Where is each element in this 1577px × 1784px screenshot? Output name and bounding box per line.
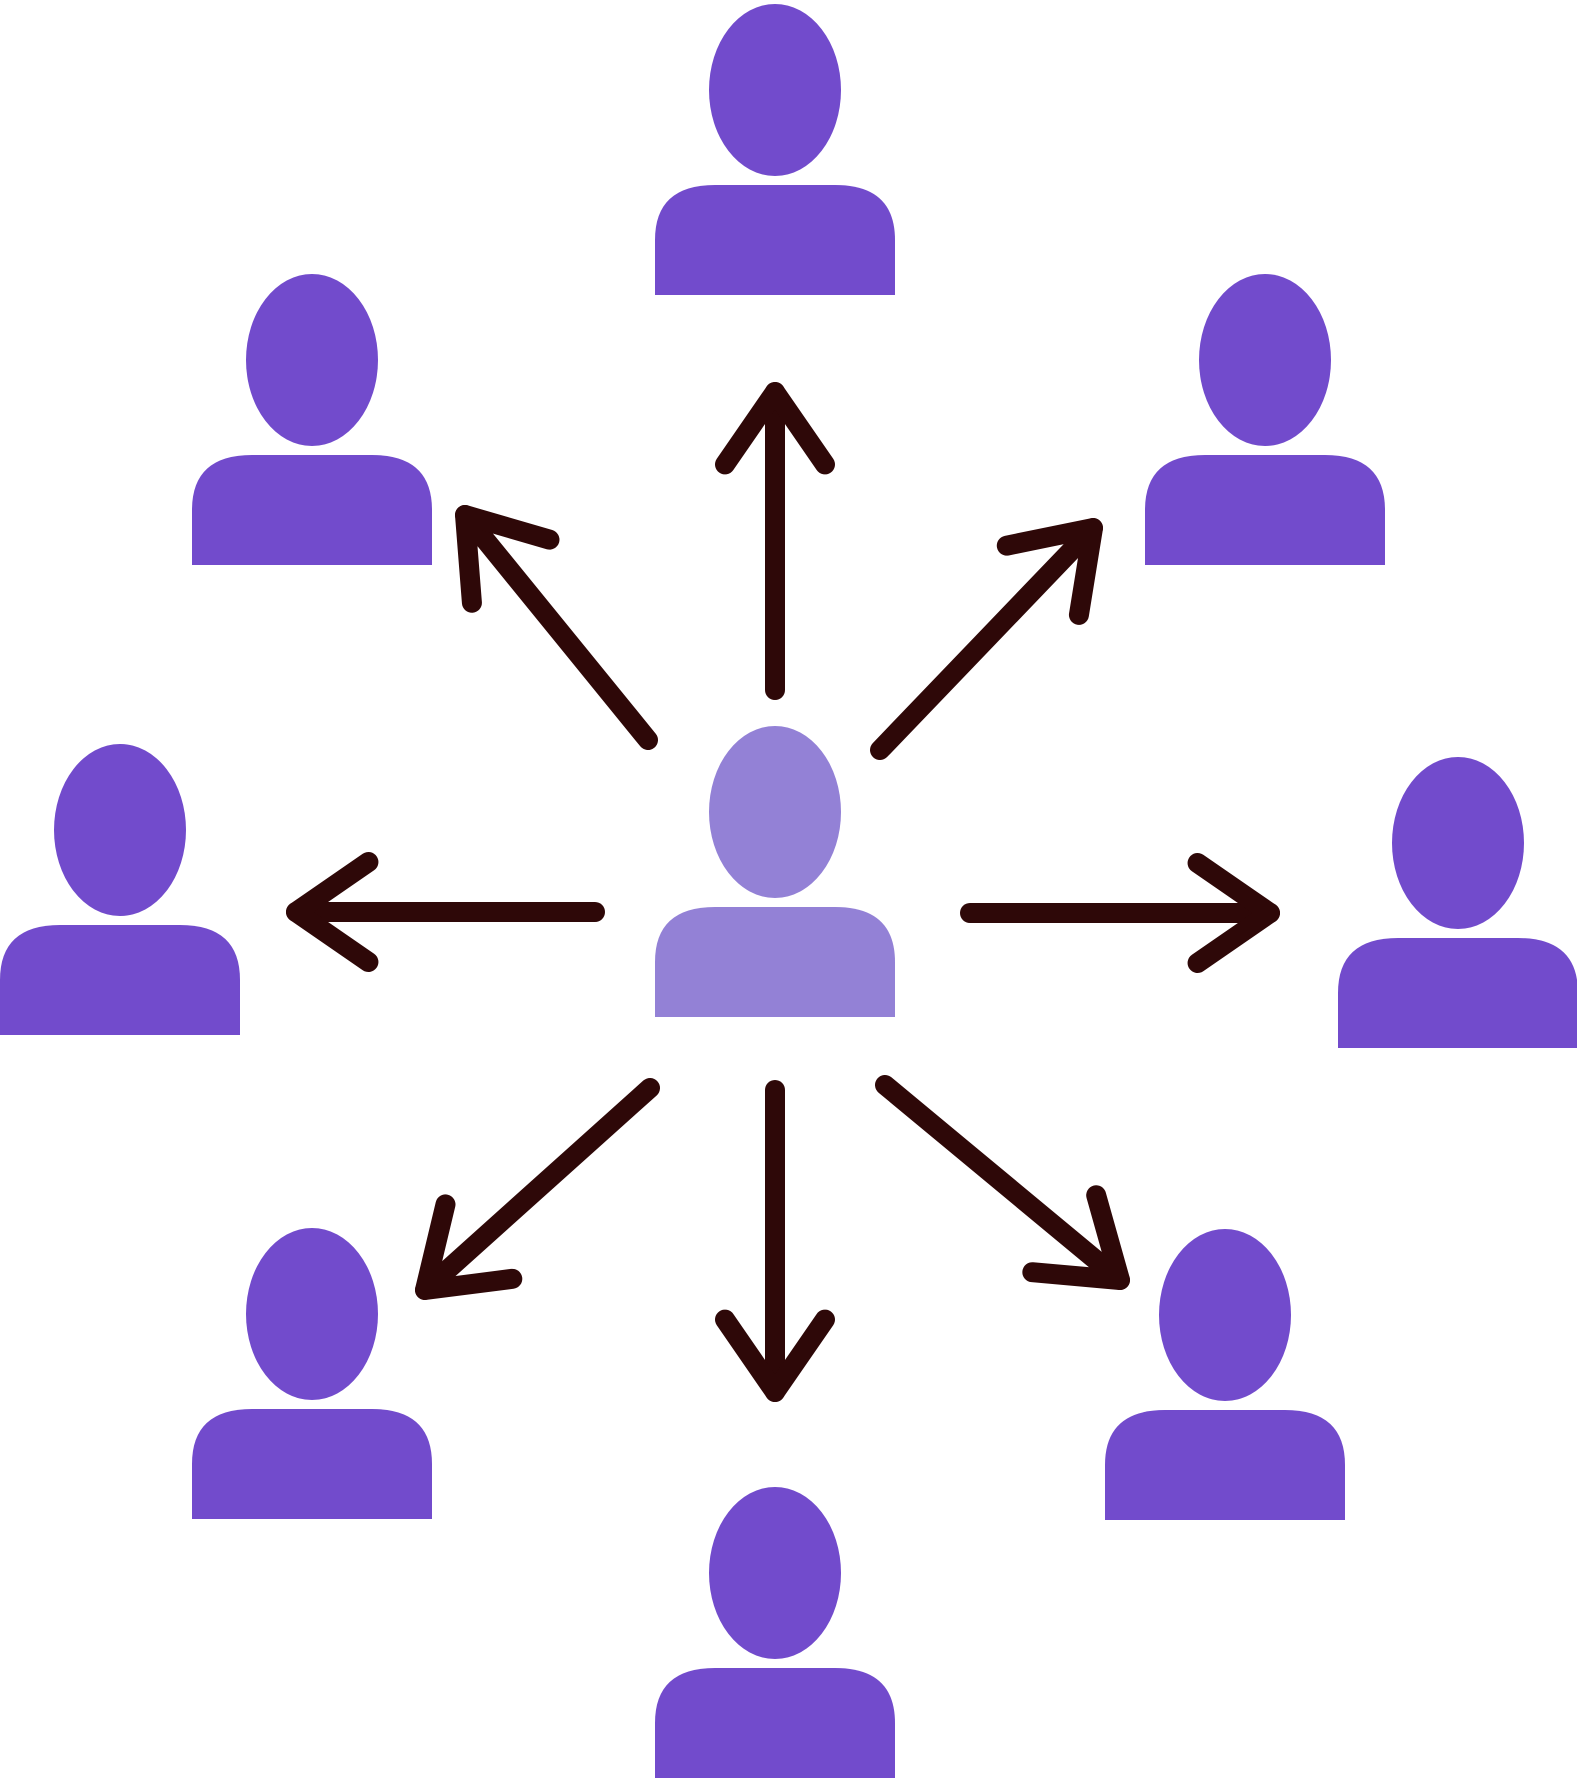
arrow-shaft [455, 505, 658, 750]
arrow-down [715, 1080, 835, 1402]
arrow-head [715, 382, 835, 475]
arrows-group [286, 382, 1280, 1402]
arrow-head [455, 505, 560, 613]
person-icon-down [655, 1487, 895, 1778]
person-body [655, 907, 895, 1017]
arrow-down-right [875, 1075, 1130, 1290]
arrow-down-left [415, 1078, 660, 1300]
person-body [192, 455, 432, 565]
arrow-head [415, 1194, 523, 1300]
person-icon-down-right [1105, 1229, 1345, 1520]
arrow-shaft [415, 1078, 660, 1300]
people-group [0, 4, 1577, 1778]
person-icon-up-left [192, 274, 432, 565]
person-head [246, 274, 378, 446]
person-icon-down-left [192, 1228, 432, 1519]
arrow-left [286, 852, 605, 972]
person-body [1105, 1410, 1345, 1520]
person-body [192, 1409, 432, 1519]
arrow-up-left [455, 505, 658, 750]
arrow-up-right [870, 518, 1103, 760]
person-icon-up [655, 4, 895, 295]
person-body [655, 1668, 895, 1778]
arrow-shaft [870, 518, 1103, 760]
arrow-up [715, 382, 835, 700]
person-body [655, 185, 895, 295]
person-icon-up-right [1145, 274, 1385, 565]
arrow-head [286, 852, 379, 972]
person-head [246, 1228, 378, 1400]
person-head [54, 744, 186, 916]
person-body [0, 925, 240, 1035]
person-head [1392, 757, 1524, 929]
person-head [709, 1487, 841, 1659]
person-icon-left [0, 744, 240, 1035]
arrow-head [715, 1309, 835, 1402]
arrow-shaft [875, 1075, 1130, 1290]
person-body [1145, 455, 1385, 565]
arrow-right [960, 853, 1280, 973]
arrow-head [996, 518, 1103, 625]
arrow-head [1022, 1185, 1130, 1290]
person-body [1338, 938, 1577, 1048]
person-head [1159, 1229, 1291, 1401]
arrow-head [1187, 853, 1280, 973]
person-icon-right [1338, 757, 1577, 1048]
person-head [709, 726, 841, 898]
person-head [709, 4, 841, 176]
hub-person-icon [655, 726, 895, 1017]
person-head [1199, 274, 1331, 446]
